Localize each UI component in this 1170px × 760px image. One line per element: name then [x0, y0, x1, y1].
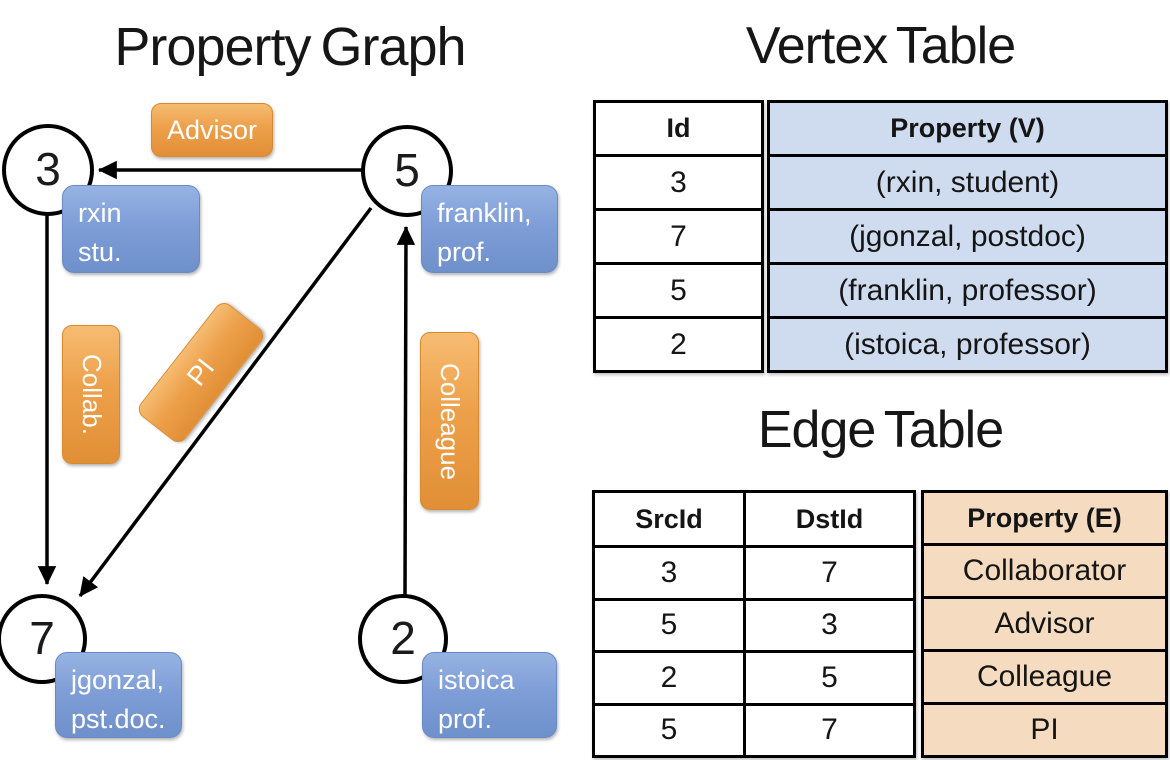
edge-property-header: Property (E): [967, 502, 1122, 533]
vertex-id-header: Id: [666, 113, 691, 143]
table-cell: 5: [743, 650, 913, 703]
edge-srcid-header: SrcId: [635, 503, 703, 534]
table-cell: 5: [595, 702, 743, 755]
edge-dstid-header: DstId: [743, 493, 913, 546]
node-5-id: 5: [394, 143, 420, 196]
edge-table-title: Edge Table: [757, 401, 1004, 459]
vertex-prop-line: rxin: [78, 198, 122, 228]
vertex-prop-3: rxin stu.: [62, 185, 200, 273]
vertex-prop-line: jgonzal,: [71, 665, 165, 695]
edge-table-id-columns: SrcId DstId 3 7 5 3 2 5 5 7: [592, 490, 916, 758]
vertex-property-header: Property (V): [890, 113, 1045, 143]
edge-label-text: Colleague: [435, 362, 465, 480]
property-graph-title: Property Graph: [114, 17, 466, 77]
node-7-id: 7: [29, 611, 55, 664]
table-cell: 3: [596, 154, 761, 208]
edge-label-text: PI: [180, 352, 221, 392]
node-2-id: 2: [390, 611, 416, 664]
table-cell: 3: [743, 597, 913, 651]
table-cell: (rxin, student): [770, 154, 1165, 208]
table-cell: (franklin, professor): [770, 262, 1165, 316]
table-cell: 3: [595, 545, 743, 597]
edge-label-advisor: Advisor: [151, 103, 273, 157]
edge-label-text: Collab.: [76, 354, 107, 435]
vertex-table-id-column: Id 3 7 5 2: [593, 100, 764, 373]
table-cell: (jgonzal, postdoc): [770, 208, 1165, 262]
node-3-id: 3: [35, 142, 61, 195]
vertex-prop-line: prof.: [438, 704, 493, 735]
table-cell: 2: [596, 316, 761, 370]
edge-colleague-arrow: [396, 225, 416, 597]
vertex-prop-line: stu.: [78, 237, 122, 268]
edge-table-property-column: Property (E) Collaborator Advisor Collea…: [921, 490, 1168, 758]
vertex-prop-line: prof.: [437, 237, 492, 268]
table-cell: (istoica, professor): [770, 316, 1165, 370]
table-cell: Collaborator: [924, 543, 1165, 596]
vertex-prop-line: pst.doc.: [71, 704, 166, 735]
edge-label-text: Advisor: [166, 114, 258, 145]
vertex-prop-5: franklin, prof.: [421, 185, 558, 273]
table-cell: Colleague: [924, 649, 1165, 702]
table-cell: 7: [743, 545, 913, 598]
table-cell: 5: [595, 597, 743, 650]
table-cell: 5: [596, 262, 761, 316]
table-cell: 7: [743, 702, 913, 755]
vertex-prop-line: istoica: [438, 665, 515, 695]
vertex-prop-line: franklin,: [437, 198, 532, 228]
table-cell: Advisor: [924, 596, 1165, 649]
edge-pi-arrow: [78, 206, 373, 598]
vertex-prop-2: istoica prof.: [422, 652, 557, 738]
edge-label-collab: Collab.: [62, 325, 120, 464]
vertex-table-title: Vertex Table: [745, 17, 1016, 75]
table-cell: 2: [595, 650, 743, 702]
vertex-prop-7: jgonzal, pst.doc.: [55, 652, 182, 738]
table-cell: PI: [924, 702, 1165, 755]
edge-label-colleague: Colleague: [420, 332, 479, 510]
table-cell: 7: [596, 208, 761, 262]
vertex-table-property-column: Property (V) (rxin, student) (jgonzal, p…: [767, 100, 1168, 373]
